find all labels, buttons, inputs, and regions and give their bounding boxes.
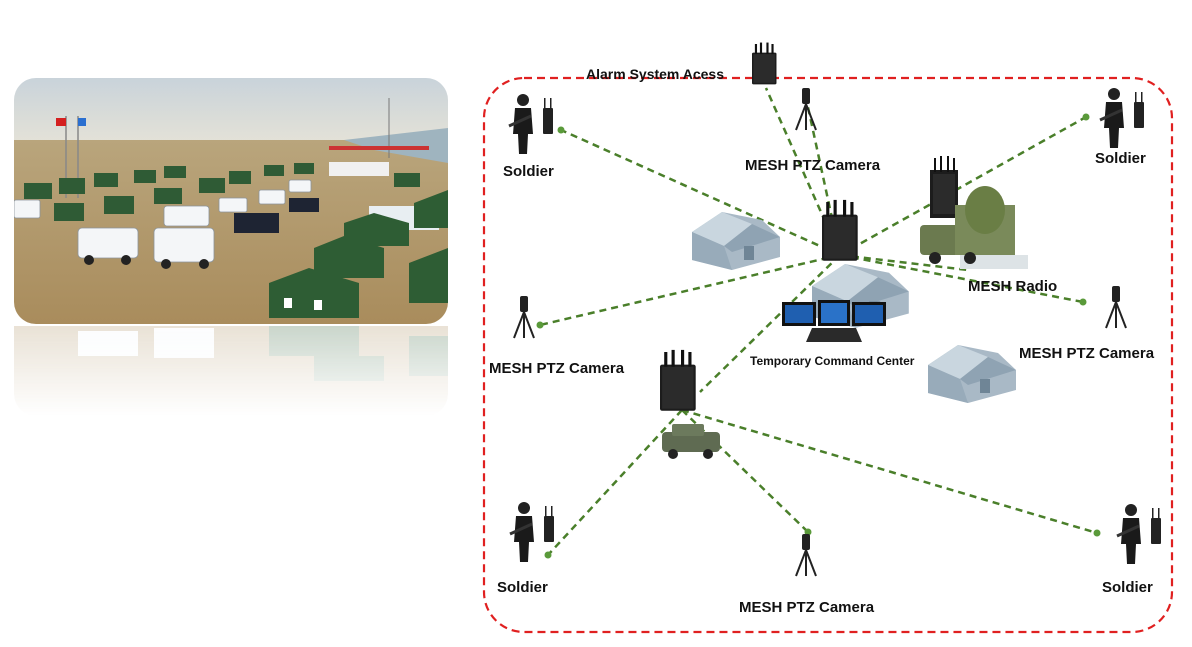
house-icon	[692, 212, 780, 270]
label-command-center: Temporary Command Center	[750, 354, 915, 368]
label-ptz-camera-right: MESH PTZ Camera	[1019, 345, 1155, 362]
label-soldier-bottom-left: Soldier	[497, 579, 548, 596]
link-router-soldier-tl	[560, 128, 841, 257]
camp-photo	[14, 78, 448, 324]
radar-truck-icon	[920, 156, 1028, 269]
link-router-radio	[839, 253, 969, 272]
ptz-camera-icon	[1105, 285, 1127, 329]
link-vehicle-soldier-br	[681, 408, 1098, 535]
link-router-ptz-left	[539, 253, 841, 327]
soldier-icon	[1115, 502, 1163, 566]
vehicle-mesh-router-icon	[660, 349, 696, 411]
label-mesh-radio: MESH Radio	[968, 278, 1057, 295]
label-ptz-camera-top: MESH PTZ Camera	[745, 157, 881, 174]
label-soldier-top-right: Soldier	[1095, 150, 1146, 167]
label-ptz-camera-left: MESH PTZ Camera	[489, 360, 625, 377]
label-soldier-bottom-right: Soldier	[1102, 579, 1153, 596]
soldier-icon	[1098, 86, 1146, 150]
camp-photo-reflection	[14, 326, 448, 416]
central-mesh-router-icon	[822, 199, 858, 261]
link-router-vehicle	[699, 254, 841, 393]
ptz-camera-icon	[795, 87, 817, 131]
house-icon	[928, 345, 1016, 403]
ptz-camera-icon	[795, 533, 817, 577]
laptop-icon	[782, 300, 886, 342]
label-alarm-system: Alarm System Acess	[586, 66, 724, 82]
humvee-icon	[662, 424, 720, 459]
ptz-camera-icon	[513, 295, 535, 339]
link-endpoints	[536, 94, 1101, 559]
alarm-mesh-router-icon	[752, 42, 777, 85]
label-ptz-camera-bottom: MESH PTZ Camera	[739, 599, 875, 616]
link-vehicle-soldier-bl	[547, 409, 683, 556]
link-router-ptz-right	[839, 253, 1084, 304]
soldier-icon	[507, 92, 555, 156]
mesh-coverage-boundary	[482, 76, 1174, 634]
label-soldier-top-left: Soldier	[503, 163, 554, 180]
